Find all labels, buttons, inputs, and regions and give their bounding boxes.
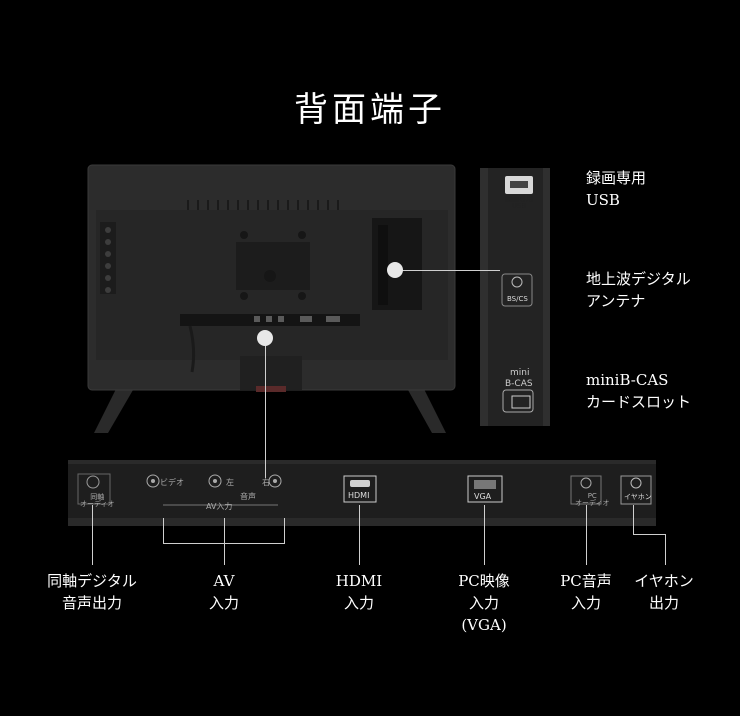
earphone-line-a — [633, 505, 634, 535]
left-mark: 左 — [226, 478, 234, 487]
optical-line — [92, 505, 93, 565]
bottom-dot — [257, 330, 273, 346]
av-label: AV 入力 — [208, 572, 240, 612]
right-mark: 右 — [262, 478, 270, 487]
pc-audio-line — [586, 505, 587, 565]
earphone-line-c — [665, 534, 666, 565]
video-mark: ビデオ — [160, 478, 184, 487]
vga-line — [484, 505, 485, 565]
optical-mark: 同軸 オーディオ — [80, 493, 115, 508]
page-title: 背面端子 — [294, 90, 446, 130]
usb-port-mark: 録画専用 USB — [505, 195, 533, 210]
antenna-label: 地上波デジタル アンテナ — [586, 270, 691, 310]
pc-audio-mark: PC オーディオ — [575, 492, 610, 507]
av-bracket-right — [284, 518, 285, 544]
optical-label: 同軸デジタル 音声出力 — [47, 572, 137, 612]
audio-mark: 音声 — [240, 492, 256, 501]
side-terminal-panel — [480, 168, 550, 426]
bottom-terminal-panel — [68, 460, 656, 526]
av-bracket-left — [163, 518, 164, 544]
pc-audio-label: PC音声 入力 — [560, 572, 612, 612]
hdmi-label: HDMI 入力 — [335, 572, 383, 612]
av-in-mark: AV入力 — [206, 502, 233, 511]
bscs-port-mark: BS/CS — [507, 295, 528, 303]
hdmi-mark: HDMI — [348, 491, 370, 500]
mini-mark: mini — [510, 368, 530, 378]
av-line — [224, 518, 225, 565]
antenna-dot — [387, 262, 403, 278]
pc-video-label: PC映像 入力 (VGA) — [458, 572, 510, 634]
earphone-label: イヤホン 出力 — [634, 572, 694, 612]
bottom-connector-line — [265, 338, 266, 478]
bcas-mark: B-CAS — [505, 379, 533, 389]
earphone-line-b — [633, 534, 666, 535]
vga-mark: VGA — [474, 492, 492, 501]
earphone-mark: イヤホン — [624, 493, 652, 501]
usb-label: 録画専用 USB — [586, 169, 647, 209]
bcas-label: miniB-CAS カードスロット — [586, 371, 692, 411]
antenna-connector-line — [395, 270, 500, 271]
hdmi-line — [359, 505, 360, 565]
